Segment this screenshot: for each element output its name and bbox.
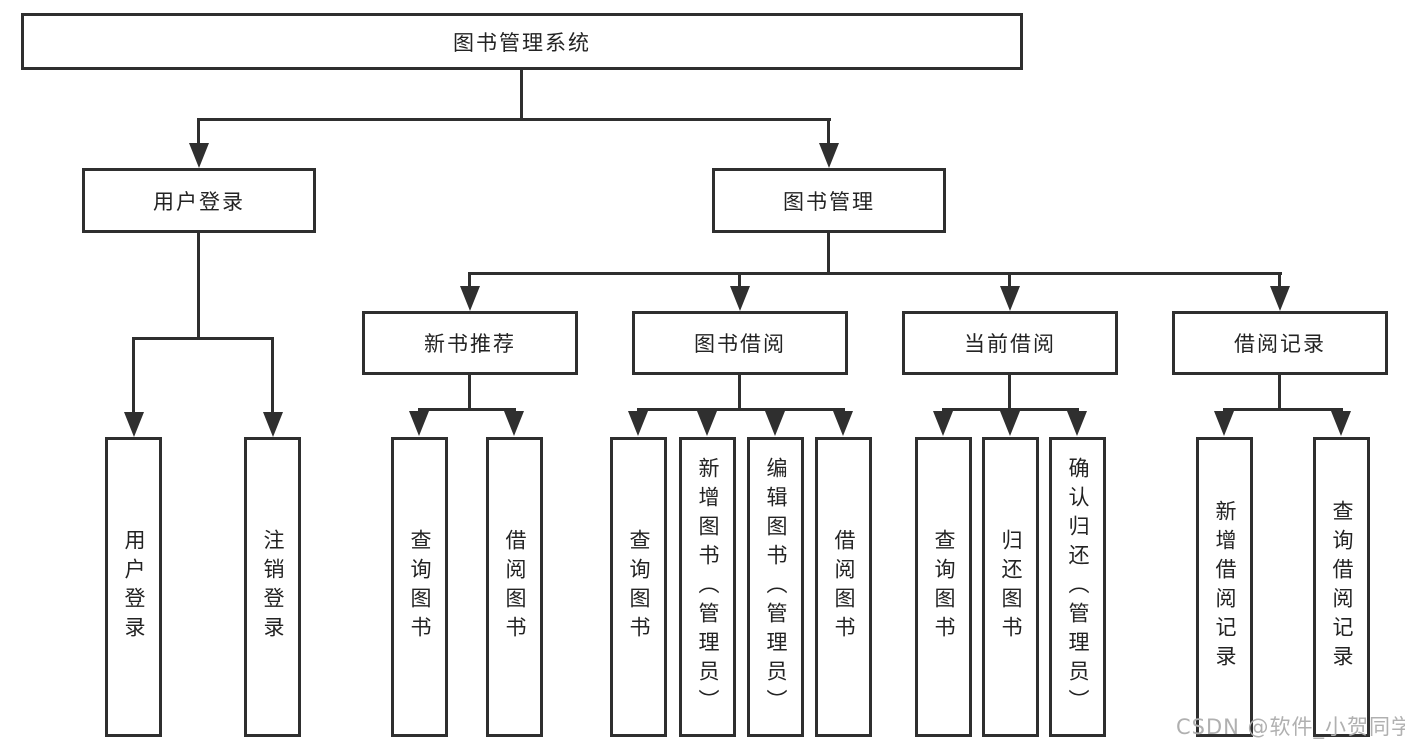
leaf-search-borrow-record: 查询借阅记录 — [1313, 437, 1370, 737]
node-user-login: 用户登录 — [82, 168, 316, 233]
connector-line — [637, 408, 845, 411]
leaf-search-books: 查询图书 — [610, 437, 667, 737]
leaf-edit-book-admin: 编辑图书（管理员） — [747, 437, 804, 737]
connector-line — [942, 408, 1079, 411]
connector-line — [1008, 375, 1011, 408]
arrow-down-icon — [1000, 411, 1020, 436]
leaf-user-login: 用户登录 — [105, 437, 162, 737]
connector-line — [1223, 408, 1343, 411]
connector-line — [1278, 272, 1281, 288]
arrow-down-icon — [1067, 411, 1087, 436]
arrow-down-icon — [263, 412, 283, 437]
connector-line — [468, 272, 471, 288]
arrow-down-icon — [1214, 411, 1234, 436]
leaf-logout: 注销登录 — [244, 437, 301, 737]
leaf-add-borrow-record: 新增借阅记录 — [1196, 437, 1253, 737]
connector-line — [271, 337, 274, 412]
connector-line — [468, 375, 471, 408]
arrow-down-icon — [819, 143, 839, 168]
node-book-borrowing: 图书借阅 — [632, 311, 848, 375]
arrow-down-icon — [1270, 286, 1290, 311]
connector-line — [132, 337, 274, 340]
leaf-add-book-admin: 新增图书（管理员） — [679, 437, 736, 737]
arrow-down-icon — [833, 411, 853, 436]
connector-line — [197, 118, 200, 144]
connector-line — [132, 337, 135, 412]
connector-line — [738, 375, 741, 408]
arrow-down-icon — [504, 411, 524, 436]
node-borrowing-records: 借阅记录 — [1172, 311, 1388, 375]
watermark: CSDN @软件_小贺同学 — [1176, 715, 1405, 739]
connector-line — [738, 272, 741, 288]
arrow-down-icon — [628, 411, 648, 436]
connector-line — [520, 70, 523, 118]
arrow-down-icon — [765, 411, 785, 436]
arrow-down-icon — [409, 411, 429, 436]
connector-line — [197, 233, 200, 337]
connector-line — [1008, 272, 1011, 288]
leaf-confirm-return-admin: 确认归还（管理员） — [1049, 437, 1106, 737]
leaf-borrow-books: 借阅图书 — [815, 437, 872, 737]
node-current-borrowing: 当前借阅 — [902, 311, 1118, 375]
arrow-down-icon — [1000, 286, 1020, 311]
leaf-return-books: 归还图书 — [982, 437, 1039, 737]
connector-line — [197, 118, 831, 121]
leaf-search-books: 查询图书 — [915, 437, 972, 737]
arrow-down-icon — [933, 411, 953, 436]
node-root: 图书管理系统 — [21, 13, 1023, 70]
connector-line — [468, 272, 1282, 275]
connector-line — [1278, 375, 1281, 408]
connector-line — [827, 233, 830, 272]
arrow-down-icon — [189, 143, 209, 168]
leaf-borrow-books: 借阅图书 — [486, 437, 543, 737]
connector-line — [418, 408, 516, 411]
arrow-down-icon — [697, 411, 717, 436]
node-new-book-recommendation: 新书推荐 — [362, 311, 578, 375]
node-book-management: 图书管理 — [712, 168, 946, 233]
arrow-down-icon — [460, 286, 480, 311]
arrow-down-icon — [730, 286, 750, 311]
arrow-down-icon — [1331, 411, 1351, 436]
leaf-search-books: 查询图书 — [391, 437, 448, 737]
arrow-down-icon — [124, 412, 144, 437]
connector-line — [827, 118, 830, 144]
